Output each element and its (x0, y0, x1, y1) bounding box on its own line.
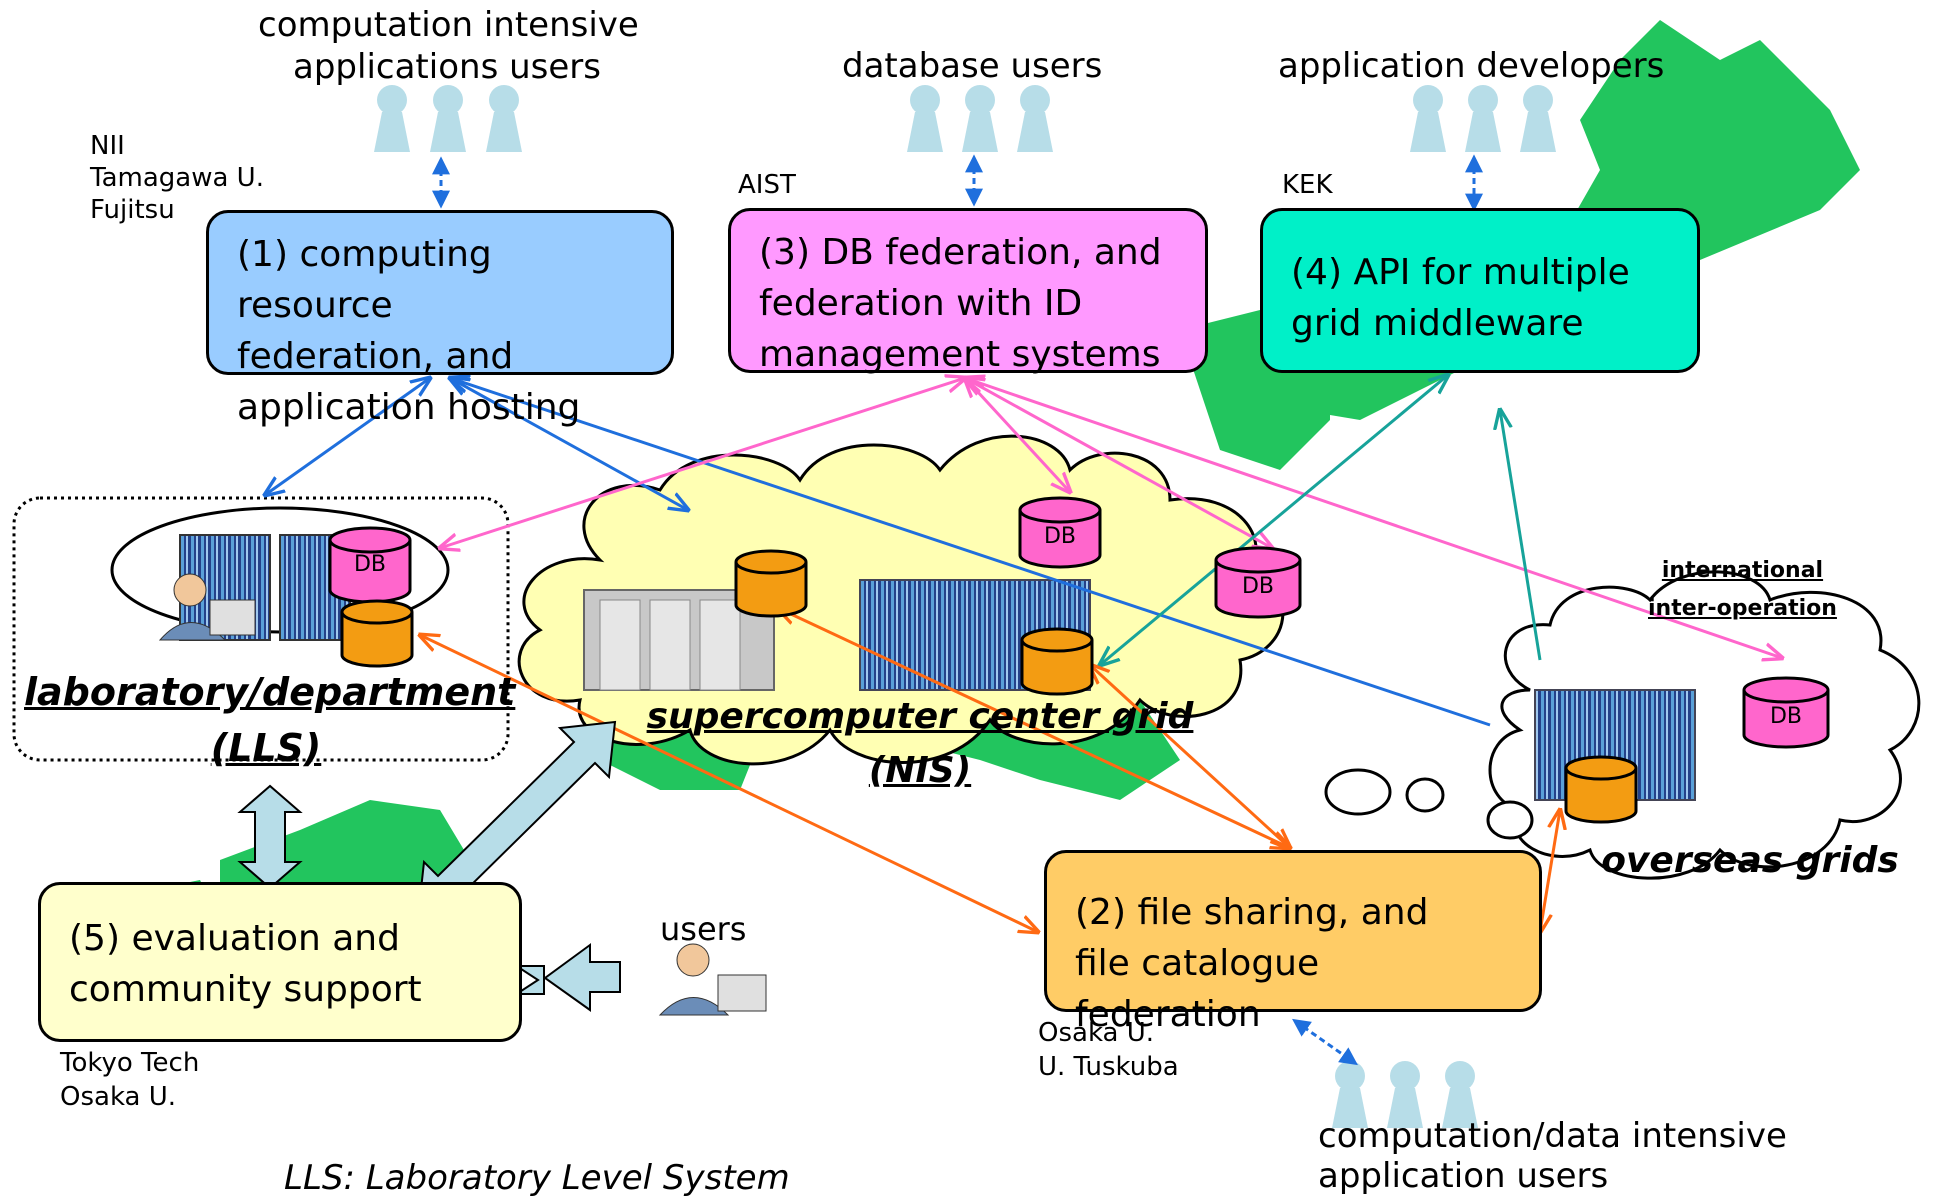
lls-label: laboratory/department (LLS) (24, 664, 516, 776)
db-label-nis-1: DB (1043, 524, 1077, 549)
box3-line2: federation with ID (759, 283, 1083, 324)
international-line2: inter-operation (1648, 596, 1837, 621)
box2-line1: (2) file sharing, and (1075, 892, 1429, 933)
nis-label-line1: supercomputer center grid (646, 696, 1194, 737)
nis-label: supercomputer center grid (NIS) (640, 690, 1200, 798)
box4-line1: (4) API for multiple (1291, 252, 1630, 293)
db-cylinders (328, 496, 1830, 824)
box-evaluation-community-support: (5) evaluation and community support (38, 882, 522, 1042)
international-line1: international (1661, 558, 1824, 583)
computation-users-line1: computation intensive (258, 5, 639, 45)
box3-line1: (3) DB federation, and (759, 232, 1162, 273)
box4-line2: grid middleware (1291, 303, 1584, 344)
block-arrows (237, 720, 621, 1012)
box3-org: AIST (738, 170, 796, 200)
box1-line1: (1) computing resource (237, 234, 492, 326)
computation-users-line2: applications users (293, 47, 601, 87)
local-user-icon (658, 943, 767, 1016)
box3-line3: management systems (759, 334, 1161, 375)
org-tsukuba: U. Tuskuba (1038, 1052, 1179, 1082)
box5-line2: community support (69, 969, 422, 1010)
box2-line2: file catalogue federation (1075, 943, 1320, 1035)
org-osaka-u-5: Osaka U. (60, 1082, 177, 1112)
user-link-arrows (432, 154, 1483, 1066)
org-fujitsu: Fujitsu (90, 195, 175, 225)
data-intensive-users-line1: computation/data intensive (1318, 1116, 1787, 1156)
box-computing-resource-federation: (1) computing resource federation, and a… (206, 210, 674, 428)
computation-users-label: computation intensive applications users (258, 4, 639, 88)
box1-orgs: NII Tamagawa U. Fujitsu (90, 130, 264, 226)
db-label-overseas: DB (1769, 704, 1803, 729)
lls-label-line2: (LLS) (210, 726, 322, 770)
box5-line1: (5) evaluation and (69, 918, 400, 959)
orange-arrows (420, 608, 1560, 932)
box-api-multiple-middleware: (4) API for multiple grid middleware (1260, 208, 1700, 373)
footnote: LLS: Laboratory Level System (284, 1158, 790, 1198)
box2-orgs: Osaka U. U. Tuskuba (1038, 1016, 1179, 1084)
database-users-icons (907, 85, 1053, 152)
developer-users-label: application developers (1278, 46, 1665, 86)
overseas-label: overseas grids (1601, 840, 1899, 881)
box1-line2: federation, and (237, 336, 514, 377)
database-users-label: database users (842, 46, 1103, 86)
lab-user-icon (158, 573, 256, 641)
box-db-federation: (3) DB federation, and federation with I… (728, 208, 1208, 375)
org-tokyo-tech: Tokyo Tech (60, 1048, 200, 1078)
developer-users-icons (1410, 85, 1556, 152)
box4-org: KEK (1282, 170, 1333, 200)
org-tamagawa: Tamagawa U. (90, 163, 264, 193)
box1-line3: application hosting (237, 387, 581, 428)
local-users-label: users (660, 910, 747, 948)
lls-label-line1: laboratory/department (24, 670, 516, 714)
computation-users-icons (374, 85, 522, 152)
org-osaka-u-2: Osaka U. (1038, 1018, 1155, 1048)
db-label-nis-2: DB (1241, 574, 1275, 599)
data-intensive-users-line2: application users (1318, 1156, 1609, 1196)
box-file-sharing: (2) file sharing, and file catalogue fed… (1044, 850, 1542, 1035)
org-nii: NII (90, 131, 125, 161)
data-intensive-users-label: computation/data intensive application u… (1318, 1116, 1787, 1196)
db-label-lls: DB (353, 552, 387, 577)
international-label: international inter-operation (1648, 552, 1837, 628)
box5-orgs: Tokyo Tech Osaka U. (60, 1046, 199, 1114)
nis-label-line2: (NIS) (868, 750, 972, 791)
